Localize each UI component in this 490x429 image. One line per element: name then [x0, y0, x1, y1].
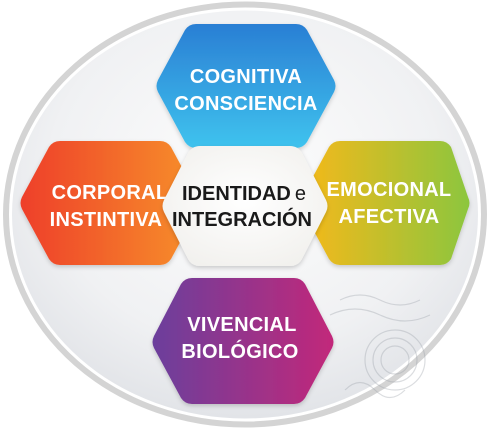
right-label-line1: EMOCIONAL — [327, 179, 452, 201]
top-label-line1: COGNITIVA — [190, 66, 302, 88]
decorative-swirl-icon — [329, 294, 431, 399]
hexagon-top — [156, 24, 336, 148]
hexagon-center — [162, 146, 328, 266]
center-label-line2: INTEGRACIÓN — [172, 207, 312, 231]
left-label-line2: INSTINTIVA — [50, 209, 163, 231]
right-label-line2: AFECTIVA — [339, 206, 440, 228]
center-label-suffix: e — [295, 183, 306, 205]
center-label-main: IDENTIDAD — [182, 183, 291, 205]
bottom-label-line1: VIVENCIAL — [187, 314, 296, 336]
hexagon-left — [20, 141, 200, 265]
top-label-line2: CONSCIENCIA — [174, 93, 317, 115]
bottom-label-line2: BIOLÓGICO — [181, 339, 298, 363]
left-label-line1: CORPORAL — [52, 182, 169, 204]
hexagon-bottom — [152, 278, 334, 404]
hexagon-right — [300, 141, 470, 265]
